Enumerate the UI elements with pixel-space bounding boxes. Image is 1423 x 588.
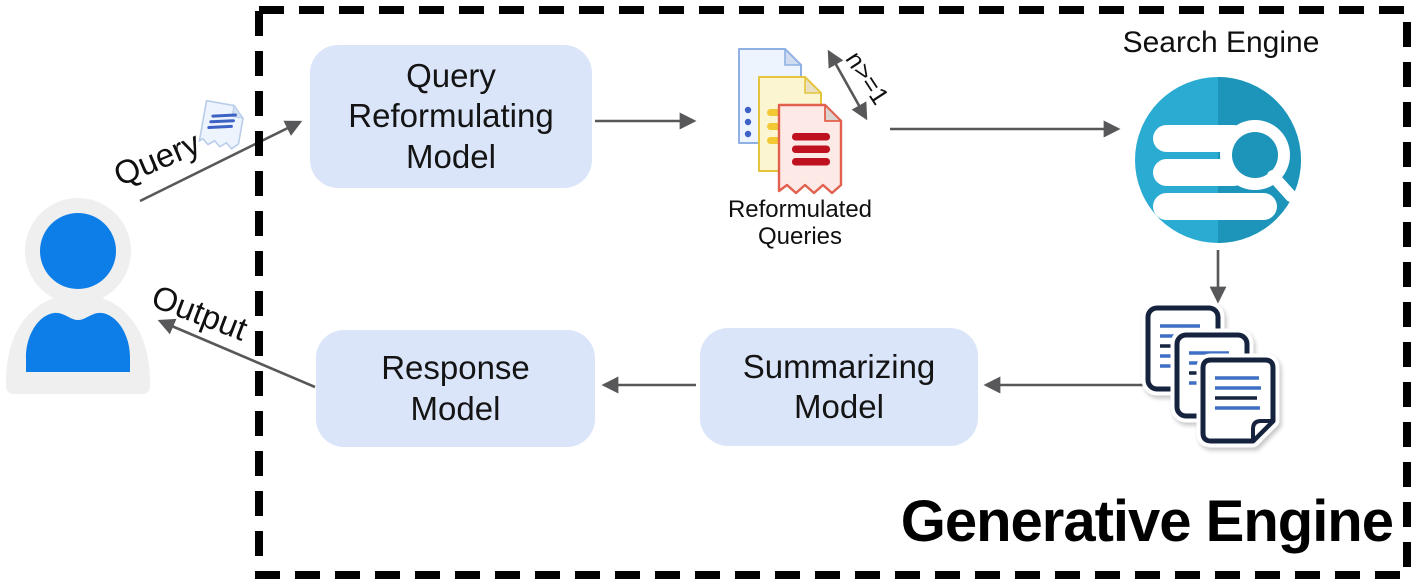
arrow-response-to-user — [157, 318, 316, 389]
user-icon — [6, 198, 150, 394]
generative-engine-title: Generative Engine — [900, 489, 1394, 554]
reformulated-queries-docs-icon — [738, 48, 843, 195]
response-model-node: Response Model — [316, 330, 595, 447]
retrieved-documents-icon — [1141, 301, 1280, 448]
arrow-n-count — [827, 49, 868, 121]
search-engine-label: Search Engine — [1122, 26, 1320, 59]
query-reformulating-model-node: Query Reformulating Model — [310, 45, 592, 188]
search-engine-icon — [1135, 77, 1301, 243]
arrow-user-to-qrm — [139, 120, 303, 203]
generative-engine-dashed-border — [255, 6, 1411, 579]
summarizing-model-node: Summarizing Model — [700, 328, 978, 446]
query-document-icon — [198, 99, 245, 150]
reformulated-queries-label: Reformulated Queries — [727, 196, 873, 250]
